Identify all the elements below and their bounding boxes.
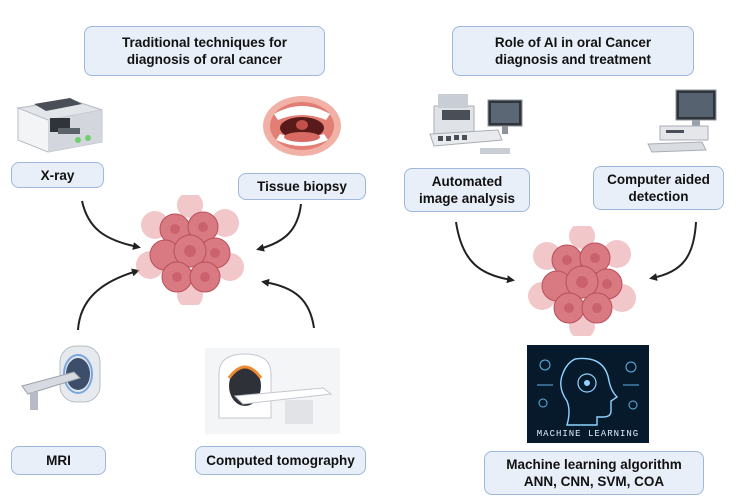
- label-line: detection: [628, 189, 689, 204]
- arrow-xray-to-tumor: [81, 200, 141, 250]
- arrow-biopsy-to-tumor: [256, 203, 302, 252]
- role-of-ai-title: Role of AI in oral Cancer diagnosis and …: [452, 26, 694, 76]
- x-ray-machine-icon: [16, 98, 103, 153]
- arrow-mri-to-tumor: [77, 268, 140, 331]
- title-line: Role of AI in oral Cancer: [494, 35, 652, 50]
- label-line: Automated: [431, 174, 503, 189]
- label-line: ANN, CNN, SVM, COA: [523, 474, 665, 489]
- computer-aided-detection-label: Computer aided detection: [593, 166, 724, 210]
- label-line: image analysis: [418, 191, 516, 206]
- label-text: X-ray: [40, 167, 75, 183]
- title-line: Traditional techniques for: [121, 35, 288, 50]
- tissue-biopsy-label: Tissue biopsy: [238, 173, 366, 200]
- automated-lab-workstation-icon: [429, 94, 523, 154]
- arrow-cad-to-tumor: [649, 221, 697, 281]
- machine-learning-head-icon: MACHINE LEARNING: [527, 345, 649, 443]
- arrow-automated-to-tumor: [455, 221, 515, 284]
- automated-image-analysis-label: Automated image analysis: [404, 168, 530, 212]
- xray-label: X-ray: [11, 162, 104, 188]
- cancer-cell-cluster-icon: [136, 195, 244, 305]
- label-line: Computer aided: [607, 172, 710, 187]
- machine-learning-algorithm-label: Machine learning algorithm ANN, CNN, SVM…: [484, 451, 704, 495]
- label-text: Tissue biopsy: [257, 179, 347, 194]
- title-line: diagnosis of oral cancer: [126, 52, 283, 67]
- traditional-techniques-title: Traditional techniques for diagnosis of …: [84, 26, 325, 76]
- open-mouth-icon: [263, 96, 341, 156]
- label-text: MRI: [46, 453, 71, 468]
- desktop-computer-icon: [647, 89, 717, 153]
- computed-tomography-label: Computed tomography: [195, 446, 366, 475]
- ct-scanner-icon: [205, 348, 340, 434]
- title-line: diagnosis and treatment: [494, 52, 652, 67]
- mri-label: MRI: [11, 446, 106, 475]
- label-text: Computed tomography: [206, 453, 355, 468]
- label-line: Machine learning algorithm: [506, 457, 682, 472]
- arrow-ct-to-tumor: [261, 278, 315, 329]
- mri-scanner-icon: [21, 345, 101, 410]
- cancer-cell-cluster-icon: [528, 226, 636, 336]
- ml-image-caption: MACHINE LEARNING: [537, 429, 639, 439]
